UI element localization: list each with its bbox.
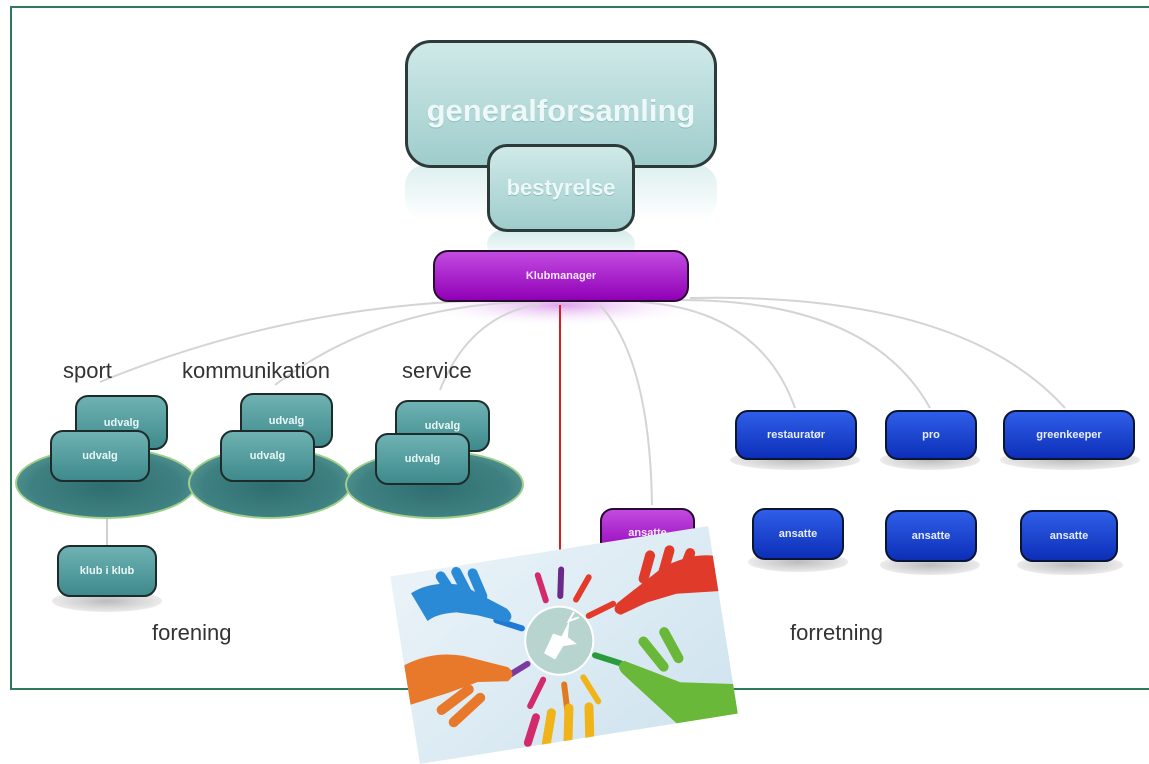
sport-udvalg-front[interactable]: udvalg xyxy=(50,430,150,482)
ansatte-pro-node[interactable]: ansatte xyxy=(885,510,977,562)
sport-udvalg-front-label: udvalg xyxy=(82,450,118,462)
bestyrelse-label: bestyrelse xyxy=(506,175,616,200)
klubmanager-label: Klubmanager xyxy=(525,270,597,282)
kommunikation-udvalg-front-label: udvalg xyxy=(249,450,286,462)
restaurator-label: restauratør xyxy=(766,429,826,441)
service-udvalg-front[interactable]: udvalg xyxy=(375,433,470,485)
klub-i-klub-label: klub i klub xyxy=(79,565,135,577)
line-to-greenkeeper xyxy=(689,296,1066,409)
sport-udvalg-back-label: udvalg xyxy=(103,416,140,429)
label-forening: forening xyxy=(152,620,232,645)
pro-label: pro xyxy=(922,429,940,441)
label-forretning: forretning xyxy=(790,620,883,645)
ansatte-greenkeeper-label: ansatte xyxy=(1049,530,1089,542)
ansatte-restaurator-node[interactable]: ansatte xyxy=(752,508,844,560)
restaurator-node[interactable]: restauratør xyxy=(735,410,857,460)
label-service: service xyxy=(402,358,472,383)
ansatte-pro-label: ansatte xyxy=(911,530,951,542)
hands-circle-deer-logo-icon xyxy=(390,525,738,764)
ansatte-greenkeeper-node[interactable]: ansatte xyxy=(1020,510,1118,562)
line-to-kommunikation xyxy=(274,301,531,386)
label-kommunikation: kommunikation xyxy=(182,358,330,383)
bestyrelse-node[interactable]: bestyrelse xyxy=(487,144,635,232)
line-to-restaurator xyxy=(639,301,796,409)
line-to-pro xyxy=(679,299,931,409)
ansatte-restaurator-label: ansatte xyxy=(778,528,818,540)
frame-top-border xyxy=(10,6,1149,8)
kommunikation-udvalg-back-label: udvalg xyxy=(268,414,305,427)
klub-i-klub-node[interactable]: klub i klub xyxy=(57,545,157,597)
frame-left-border xyxy=(10,6,12,690)
line-to-service xyxy=(439,303,541,391)
generalforsamling-label: generalforsamling xyxy=(426,93,696,128)
service-udvalg-back-label: udvalg xyxy=(424,420,461,432)
greenkeeper-node[interactable]: greenkeeper xyxy=(1003,410,1135,460)
line-to-ansatte xyxy=(599,304,653,506)
klubmanager-node[interactable]: Klubmanager xyxy=(433,250,689,302)
service-udvalg-front-label: udvalg xyxy=(404,453,441,465)
label-sport: sport xyxy=(63,358,112,383)
kommunikation-udvalg-back[interactable]: udvalg xyxy=(240,393,333,448)
pro-node[interactable]: pro xyxy=(885,410,977,460)
kommunikation-udvalg-front[interactable]: udvalg xyxy=(220,430,315,482)
greenkeeper-label: greenkeeper xyxy=(1036,429,1102,441)
